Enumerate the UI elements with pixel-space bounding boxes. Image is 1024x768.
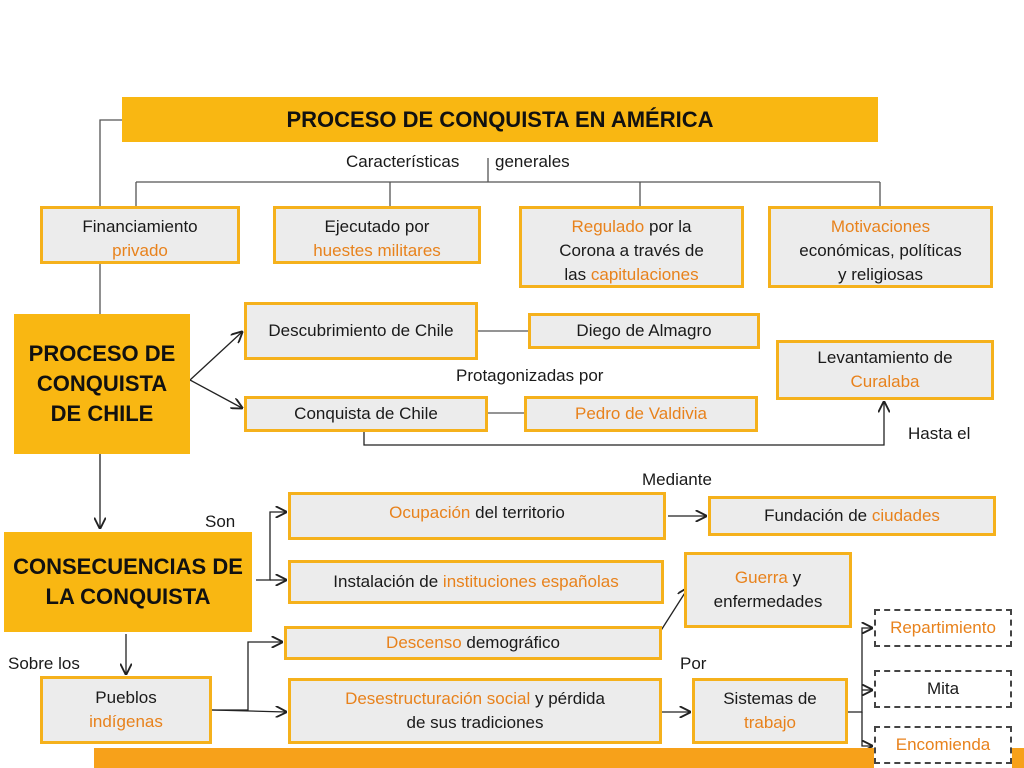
ciudades-text: ciudades (871, 506, 940, 525)
characteristic-regulado-text-2: Corona a través de (559, 241, 704, 260)
levantamiento-text: Levantamiento de (817, 348, 953, 367)
characteristic-ejecutado-text-0: Ejecutado por (324, 217, 430, 236)
pueblos-text: Pueblos (95, 688, 157, 707)
descenso-rest: demográfico (461, 633, 560, 652)
desestructuracion-text: y pérdida (530, 689, 605, 708)
instalacion-text: Instalación de (333, 572, 443, 591)
characteristic-financiamiento: Financiamiento privado (40, 206, 240, 264)
repartimiento-box: Repartimiento (874, 609, 1012, 647)
label-protagonizadas: Protagonizadas por (456, 366, 604, 385)
characteristic-financiamiento-text-1: privado (112, 241, 168, 260)
encomienda-box: Encomienda (874, 726, 1012, 764)
indigenas-text: indígenas (89, 712, 163, 731)
label-por: Por (680, 654, 707, 673)
label-son: Son (205, 512, 236, 531)
main-title: PROCESO DE CONQUISTA EN AMÉRICA (122, 97, 878, 142)
bottom-band (94, 748, 874, 768)
characteristic-motivaciones-text-0: Motivaciones (830, 217, 931, 236)
chile-process-title: PROCESO DE CONQUISTA DE CHILE (14, 314, 190, 454)
instalacion-box: Instalación de instituciones españolas (288, 560, 664, 604)
guerra-hl: Guerra (734, 568, 788, 587)
instituciones-text: instituciones españolas (442, 572, 619, 591)
characteristic-motivaciones-text-2: y religiosas (837, 265, 924, 284)
sistemas-text: Sistemas de (723, 689, 817, 708)
label-sobre: Sobre los (8, 654, 80, 673)
label-generales: generales (495, 152, 570, 171)
mita-box: Mita (874, 670, 1012, 708)
label-mediante: Mediante (642, 470, 712, 489)
descenso-box: Descenso demográfico (284, 626, 662, 660)
enfermedades-text: enfermedades (713, 592, 823, 611)
characteristic-regulado-text-3: las (564, 265, 591, 284)
tradiciones-text: de sus tradiciones (406, 713, 544, 732)
ocupacion-hl: Ocupación (389, 503, 471, 522)
descenso-hl: Descenso (386, 633, 462, 652)
fundacion-box: Fundación de ciudades (708, 496, 996, 536)
encomienda-text: Encomienda (895, 735, 991, 754)
levantamiento-box: Levantamiento de Curalaba (776, 340, 994, 400)
trabajo-text: trabajo (744, 713, 796, 732)
repartimiento-text: Repartimiento (890, 618, 996, 637)
sistemas-box: Sistemas de trabajo (692, 678, 848, 744)
characteristic-regulado-text-1: por la (644, 217, 692, 236)
pueblos-box: Pueblos indígenas (40, 676, 212, 744)
label-hasta: Hasta el (908, 424, 971, 443)
curalaba-text: Curalaba (850, 372, 920, 391)
desestructuracion-box: Desestructuración social y pérdida de su… (288, 678, 662, 744)
guerra-text: y (787, 568, 802, 587)
valdivia-text: Pedro de Valdivia (575, 404, 707, 423)
characteristic-motivaciones: Motivaciones económicas, políticas y relig… (768, 206, 993, 288)
conquista-box: Conquista de Chile (244, 396, 488, 432)
valdivia-box: Pedro de Valdivia (524, 396, 758, 432)
characteristic-regulado-text-4: capitulaciones (590, 265, 699, 284)
descubrimiento-box: Descubrimiento de Chile (244, 302, 478, 360)
guerra-box: Guerra y enfermedades (684, 552, 852, 628)
ocupacion-rest: del territorio (470, 503, 565, 522)
label-caracteristicas: Características (346, 152, 460, 171)
consequences-title: CONSECUENCIAS DE LA CONQUISTA (4, 532, 252, 632)
ocupacion-box: Ocupación del territorio (288, 492, 666, 540)
bottom-band-right (1012, 748, 1024, 768)
desestructuracion-hl: Desestructuración social (345, 689, 531, 708)
almagro-box: Diego de Almagro (528, 313, 760, 349)
characteristic-ejecutado: Ejecutado por huestes militares (273, 206, 481, 264)
characteristic-regulado: Regulado por la Corona a través de las cap… (519, 206, 744, 288)
characteristic-regulado-text-0: Regulado (571, 217, 645, 236)
fundacion-text: Fundación de (764, 506, 872, 525)
characteristic-financiamiento-text-0: Financiamiento (82, 217, 198, 236)
characteristic-motivaciones-text-1: económicas, políticas (799, 241, 962, 260)
characteristic-ejecutado-text-1: huestes militares (313, 241, 441, 260)
